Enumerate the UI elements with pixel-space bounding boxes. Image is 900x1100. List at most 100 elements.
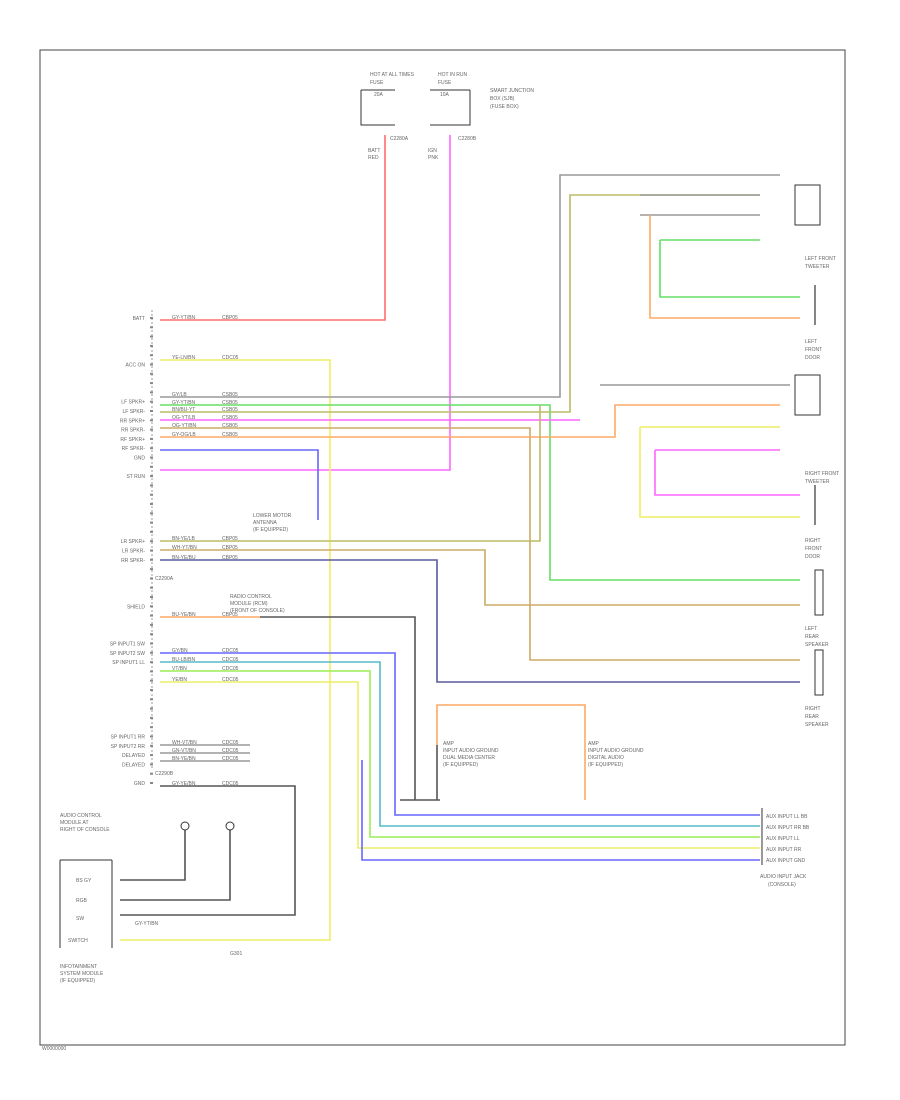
svg-text:AUX INPUT RR BB: AUX INPUT RR BB (766, 825, 810, 831)
left-front-tweeter: LEFT FRONT TWEETER (640, 184, 836, 319)
radio-pin-label: RR SPKR- (121, 428, 145, 434)
radio-pin-label: RR SPKR- (121, 558, 145, 564)
radio-pin (150, 410, 153, 412)
svg-text:REAR: REAR (805, 634, 819, 640)
svg-text:LEFT: LEFT (805, 626, 817, 632)
radio-pin-label: LR SPKR+ (121, 539, 145, 545)
radio-pin-label: SP INPUT2 SW (110, 651, 145, 657)
radio-pin (150, 400, 153, 403)
svg-text:LEFT: LEFT (805, 339, 817, 345)
svg-text:INPUT AUDIO GROUND: INPUT AUDIO GROUND (443, 748, 499, 754)
radio-pin (150, 465, 153, 468)
svg-text:GY-YT/BN: GY-YT/BN (135, 921, 159, 927)
radio-pin (150, 735, 153, 738)
wire-rr-spkr-neg-2 (160, 559, 800, 683)
radio-connector-a: C2290A (155, 576, 174, 582)
wire-sp-input1-rr (160, 681, 760, 849)
diagram-frame (39, 49, 846, 1046)
svg-text:AUX INPUT LL: AUX INPUT LL (766, 836, 800, 842)
wire-color-label: GY-OG/LB (172, 432, 196, 438)
radio-pin (150, 623, 153, 626)
radio-pin (150, 354, 153, 357)
wire-color-label: BN/BU-YT (172, 407, 195, 413)
radio-pin-label: GND (134, 781, 146, 787)
wire-circuit-label: CBP05 (222, 536, 238, 542)
radio-pin-label: GND (134, 456, 146, 462)
radio-pin (150, 772, 153, 775)
left-front-door-speaker: LEFT FRONT DOOR (805, 285, 822, 361)
radio-pin-dots (150, 317, 153, 784)
wire-color-label: VT/BN (172, 666, 187, 672)
radio-pin (150, 689, 153, 691)
radio-pin (150, 744, 153, 747)
radio-pin (150, 763, 153, 766)
fuse-right-label-1: HOT IN RUN (438, 72, 467, 78)
wire-acc-on (120, 359, 331, 941)
fuse-wire-right: C2280B (458, 136, 477, 142)
svg-text:MODULE (RCM): MODULE (RCM) (230, 601, 268, 607)
wire-circuit-label: CBP05 (222, 555, 238, 561)
wire-rf-spkr-pos (160, 427, 800, 661)
wire-color-label: BU-YE/BN (172, 612, 196, 618)
wire-color-label: GY-YT/BN (172, 400, 196, 406)
wire-circuit-label: CDC05 (222, 355, 239, 361)
radio-pin (150, 344, 153, 347)
svg-text:AUDIO INPUT JACK: AUDIO INPUT JACK (760, 874, 807, 880)
smart-junction-box: HOT AT ALL TIMES FUSE 20A HOT IN RUN FUS… (360, 72, 534, 161)
radio-connector-b: C2290B (155, 771, 174, 777)
radio-pin (150, 456, 153, 459)
svg-text:INPUT AUDIO GROUND: INPUT AUDIO GROUND (588, 748, 644, 754)
radio-pin (150, 382, 153, 385)
radio-pin-label: RF SPKR- (122, 446, 146, 452)
svg-text:SPEAKER: SPEAKER (805, 642, 829, 648)
fuse-wire-left: C2280A (390, 136, 409, 142)
radio-pin-label: RR SPKR+ (120, 418, 145, 424)
svg-text:(IF EQUIPPED): (IF EQUIPPED) (60, 978, 95, 984)
svg-text:DIGITAL AUDIO: DIGITAL AUDIO (588, 755, 624, 761)
left-rear-speaker: LEFT REAR SPEAKER (805, 569, 829, 648)
wire-shield-drain (260, 616, 416, 800)
wire-batt-feed (160, 135, 386, 321)
svg-text:LEFT FRONT: LEFT FRONT (805, 256, 836, 262)
fuse-right-label-3: 10A (440, 92, 450, 98)
wire-rf-spkr-neg (160, 404, 780, 438)
wire-gnd-radio (160, 449, 319, 520)
radio-pin (150, 586, 153, 589)
svg-text:SW: SW (76, 916, 84, 922)
wire-circuit-label: CDC05 (222, 657, 239, 663)
wire-amp-gnd-orange (436, 704, 586, 800)
svg-text:AUX INPUT LL BB: AUX INPUT LL BB (766, 814, 808, 820)
fuse-left-label-2: FUSE (370, 80, 384, 86)
svg-text:DOOR: DOOR (805, 554, 820, 560)
radio-pin-label: LF SPKR+ (121, 400, 145, 406)
svg-text:REAR: REAR (805, 714, 819, 720)
junction-box-name-2: BOX (SJB) (490, 96, 515, 102)
radio-pin-label: ST RUN (126, 474, 145, 480)
radio-pin-label: SP INPUT1 LL (112, 660, 145, 666)
radio-pin (150, 716, 153, 719)
amp-labels: AMP INPUT AUDIO GROUND DUAL MEDIA CENTER… (443, 741, 644, 768)
radio-pin (150, 475, 153, 478)
radio-pin-label: SP INPUT2 RR (111, 744, 146, 750)
svg-text:BS GY: BS GY (76, 878, 92, 884)
wire-circuit-label: CBP05 (222, 545, 238, 551)
wire-color-label: YE/BN (172, 677, 187, 683)
radio-pin (150, 549, 153, 552)
svg-text:AUX INPUT RR: AUX INPUT RR (766, 847, 802, 853)
audio-input-jack: AUX INPUT LL BB AUX INPUT RR BB AUX INPU… (760, 808, 810, 888)
wire-circuit-label: CSB05 (222, 415, 238, 421)
fuse-left-label-1: HOT AT ALL TIMES (370, 72, 415, 78)
wire-lr-spkr-neg (160, 549, 800, 606)
right-rear-speaker: RIGHT REAR SPEAKER (805, 649, 829, 728)
wire-ign-feed (160, 135, 451, 471)
wire-color-label: WH-YT/BN (172, 545, 197, 551)
junction-box-name-1: SMART JUNCTION (490, 88, 534, 94)
radio-pin-label: ACC ON (126, 363, 146, 369)
radio-pin (150, 726, 153, 729)
radio-pin-label: DELAYED (122, 762, 145, 768)
svg-text:TWEETER: TWEETER (805, 479, 830, 485)
svg-text:(FRONT OF CONSOLE): (FRONT OF CONSOLE) (230, 608, 285, 614)
radio-pin (150, 596, 153, 598)
